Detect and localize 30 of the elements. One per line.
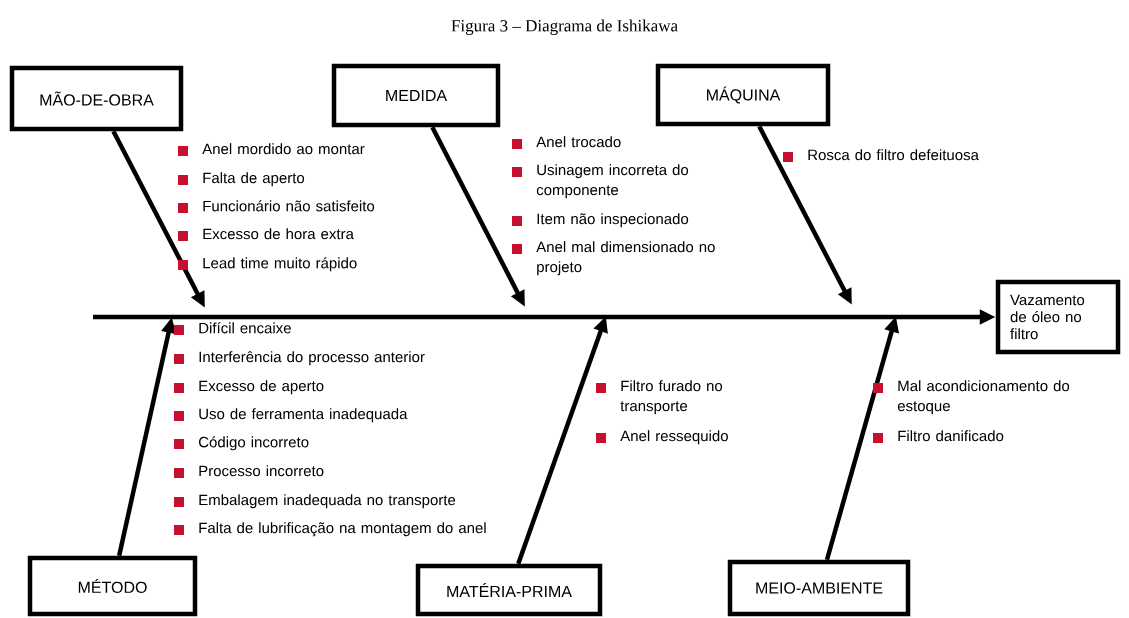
- bullet-item: Interferência do processo anterior: [174, 351, 425, 366]
- bullet-item: Anel trocado: [512, 136, 621, 149]
- bullet-item: Anel mal dimensionado no projeto: [512, 241, 715, 276]
- bullet-item: Processo incorreto: [174, 465, 324, 478]
- bullet-item: Embalagem inadequada no transporte: [174, 494, 456, 509]
- title: Figura 3 – Diagrama de Ishikawa: [451, 19, 678, 35]
- bullet-item: Anel ressequido: [596, 430, 728, 445]
- bullet-item: Funcionário não satisfeito: [178, 200, 375, 213]
- category-box: MÃO-DE-OBRA: [9, 65, 184, 132]
- bullet-item: Difícil encaixe: [174, 322, 291, 335]
- category-box: MÉTODO: [27, 555, 198, 617]
- bullet-item: Mal acondicionamento do estoque: [873, 380, 1070, 415]
- bullet-item: Rosca do filtro defeituosa: [783, 149, 979, 162]
- category-box: MEIO-AMBIENTE: [727, 559, 911, 617]
- bullet-item: Excesso de hora extra: [178, 228, 354, 241]
- bullet-item: Excesso de aperto: [174, 380, 324, 395]
- bullet-item: Falta de lubrificação na montagem do anel: [174, 522, 486, 537]
- bullet-item: Anel mordido ao montar: [178, 143, 365, 156]
- category-box: MÁQUINA: [655, 63, 831, 127]
- bullet-item: Falta de aperto: [178, 172, 305, 187]
- bullet-item: Item não inspecionado: [512, 213, 689, 228]
- effect-box: Vazamento de óleo no filtro: [995, 279, 1121, 355]
- category-box: MEDIDA: [331, 63, 501, 128]
- bullet-item: Filtro danificado: [873, 430, 1004, 443]
- bullet-item: Filtro furado no transporte: [596, 380, 723, 415]
- bullet-item: Uso de ferramenta inadequada: [174, 408, 408, 423]
- category-box: MATÉRIA-PRIMA: [415, 563, 603, 617]
- bullet-item: Código incorreto: [174, 436, 309, 451]
- bullet-item: Usinagem incorreta do componente: [512, 164, 689, 199]
- bullet-item: Lead time muito rápido: [178, 257, 357, 272]
